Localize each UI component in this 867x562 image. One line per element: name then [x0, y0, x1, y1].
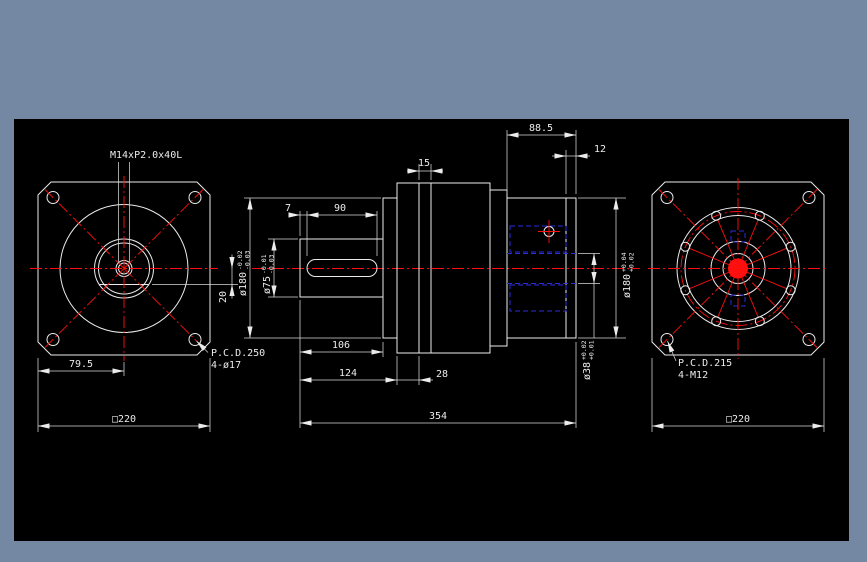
keyway-depth-label: 20: [218, 291, 229, 303]
pcd-callout-line2: 4-M12: [678, 370, 708, 381]
overall-length-label: 354: [429, 411, 447, 422]
bolt-hole: [711, 316, 722, 327]
centerline-diagonal: [123, 189, 204, 269]
pilot-dia-label: ø180 +0.04 +0.02: [620, 252, 636, 298]
center-offset-label: 79.5: [69, 359, 93, 370]
bolt-hole: [680, 241, 691, 252]
radial-spoke: [689, 268, 739, 289]
svg-text:+0.01: +0.01: [588, 340, 596, 360]
mount-hole: [46, 191, 60, 204]
bolt-hole: [754, 210, 765, 221]
bore-dia-label: ø38 +0.02 +0.01: [580, 340, 596, 380]
radial-spoke: [717, 220, 739, 269]
front-view: M14xP2.0x40L 20 79.5 □220 P.C.D.250 4-ø1…: [30, 150, 265, 432]
mount-hole: [802, 191, 816, 204]
leader-line: [196, 340, 209, 353]
section-view: 7 90 15 88.5 12 ø75 -0.01 -0.03 ø180 -0.…: [236, 123, 640, 428]
radial-spoke: [717, 268, 739, 317]
mount-hole: [660, 333, 674, 346]
hidden-keyway: [730, 294, 746, 307]
svg-text:ø38: ø38: [582, 362, 593, 380]
centerline-diagonal: [658, 189, 739, 269]
bolt-hole: [680, 285, 691, 296]
key-offset-label: 7: [285, 203, 291, 214]
flange-thickness-label: 28: [436, 369, 448, 380]
svg-text:ø180: ø180: [622, 274, 633, 298]
mount-hole: [188, 191, 202, 204]
flange-outline: [37, 181, 211, 356]
svg-text:-0.01: -0.01: [260, 254, 268, 274]
centerline-diagonal: [123, 268, 204, 348]
mount-hole: [660, 191, 674, 204]
step-width-label: 15: [418, 158, 430, 169]
radial-spoke: [737, 220, 759, 269]
key-length-label: 90: [334, 203, 346, 214]
centerline-diagonal: [737, 189, 818, 269]
centerline-diagonal: [658, 268, 739, 348]
centerline-diagonal: [44, 189, 125, 269]
svg-text:ø75: ø75: [262, 276, 273, 294]
adapter-length-label: 88.5: [529, 123, 553, 134]
radial-spoke: [737, 248, 787, 269]
motor-flange: [506, 197, 577, 339]
bolt-hole: [754, 316, 765, 327]
rear-plate-label: 12: [594, 144, 606, 155]
bolt-hole: [785, 241, 796, 252]
svg-text:+0.02: +0.02: [628, 252, 636, 272]
svg-text:-0.03: -0.03: [244, 250, 252, 270]
radial-spoke: [689, 248, 739, 269]
mount-hole: [188, 333, 202, 346]
flange-outline: [651, 181, 825, 356]
svg-text:-0.02: -0.02: [236, 250, 244, 270]
spigot-dia-label: ø180 -0.02 -0.03: [236, 250, 252, 296]
bolt-hole: [711, 210, 722, 221]
svg-text:+0.02: +0.02: [580, 340, 588, 360]
square-size-label: □220: [726, 414, 750, 425]
svg-text:ø180: ø180: [238, 272, 249, 296]
shaft-dia-label: ø75 -0.01 -0.03: [260, 254, 276, 294]
hidden-keyway: [730, 230, 746, 243]
centerline-diagonal: [44, 268, 125, 348]
radial-spoke: [737, 268, 759, 317]
centerline-diagonal: [737, 268, 818, 348]
front-length-label: 124: [339, 368, 357, 379]
svg-text:20: 20: [218, 291, 229, 303]
svg-text:+0.04: +0.04: [620, 252, 628, 272]
leader-line: [667, 340, 677, 362]
mount-hole: [46, 333, 60, 346]
pcd-callout-line1: P.C.D.215: [678, 358, 732, 369]
hidden-hub: [509, 225, 567, 253]
bolt-hole: [785, 285, 796, 296]
pcd-callout-line1: P.C.D.250: [211, 348, 265, 359]
thread-callout: M14xP2.0x40L: [110, 150, 182, 161]
mount-hole: [802, 333, 816, 346]
pcd-callout-line2: 4-ø17: [211, 360, 241, 371]
radial-spoke: [737, 268, 787, 289]
rear-view: □220 P.C.D.215 4-M12: [648, 178, 828, 432]
square-size-label: □220: [112, 414, 136, 425]
shaft-length-label: 106: [332, 340, 350, 351]
shaft-keyway: [306, 259, 378, 277]
hidden-hub: [509, 284, 567, 312]
svg-text:-0.03: -0.03: [268, 254, 276, 274]
